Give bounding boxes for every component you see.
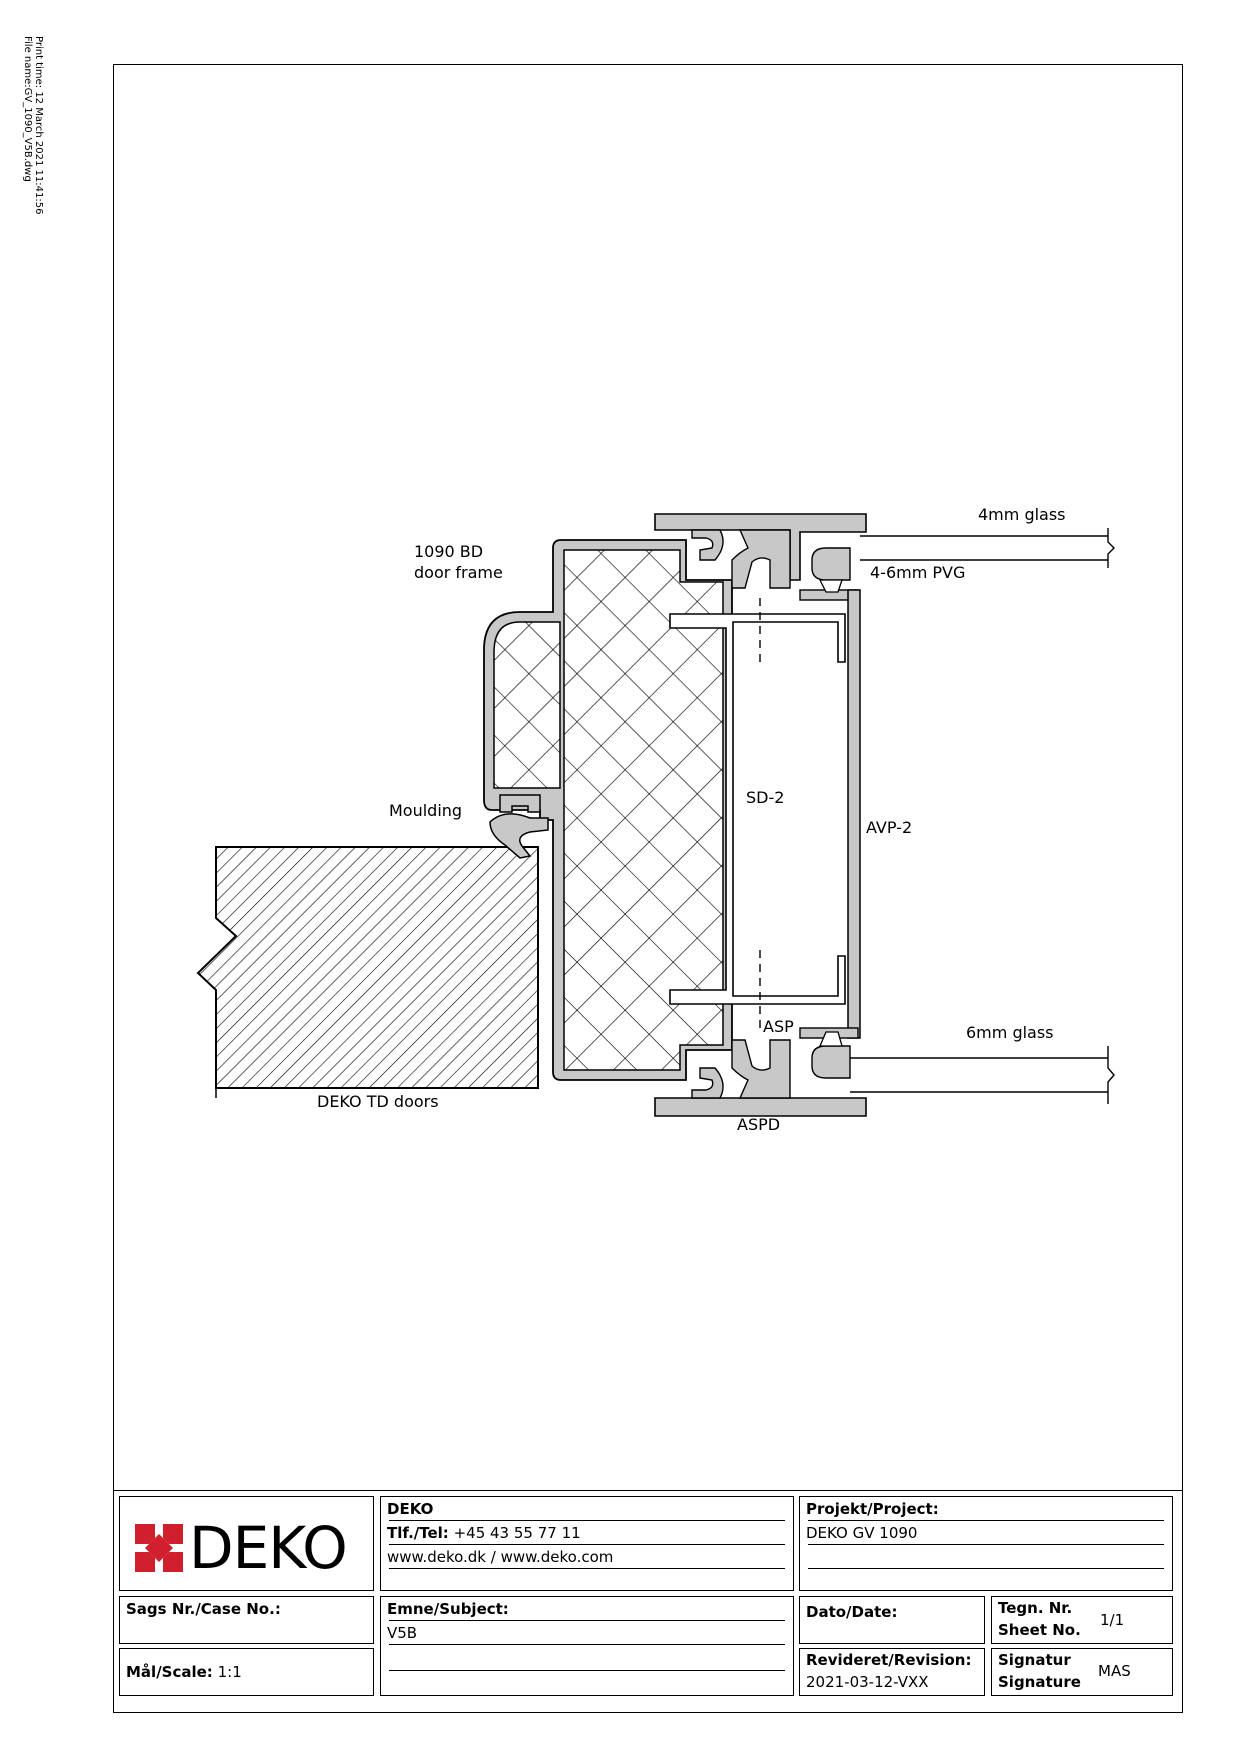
label-sd2: SD-2 [746,788,784,807]
label-pvg: 4-6mm PVG [870,563,965,582]
sheet-value: 1/1 [1100,1611,1125,1629]
glass-top [860,528,1115,568]
label-moulding: Moulding [389,801,462,820]
logo-box: DEKO [119,1496,374,1591]
subject-label: Emne/Subject: [387,1600,509,1618]
revision-label: Revideret/Revision: [806,1651,972,1669]
signature-label-2: Signature [998,1673,1081,1691]
company-web: www.deko.dk / www.deko.com [387,1548,614,1566]
sheet-box: Tegn. Nr. Sheet No. 1/1 [991,1596,1173,1644]
label-aspd: ASPD [737,1115,780,1134]
moulding-profile [489,794,549,859]
sheet-label-2: Sheet No. [998,1621,1081,1639]
label-td-doors: DEKO TD doors [317,1092,439,1111]
signature-box: Signatur Signature MAS [991,1648,1173,1696]
file-name: File name:GV_1090_V5B.dwg [22,36,33,182]
label-asp: ASP [763,1017,794,1036]
subject-box: Emne/Subject: V5B [380,1596,794,1696]
label-glass-bottom: 6mm glass [966,1023,1054,1042]
sheet-label-1: Tegn. Nr. [998,1599,1073,1617]
revision-value: 2021-03-12-VXX [806,1673,929,1691]
company-name: DEKO [387,1500,434,1518]
project-box: Projekt/Project: DEKO GV 1090 [799,1496,1173,1591]
td-door-wall [196,846,539,1098]
date-label: Dato/Date: [806,1603,898,1621]
signature-label-1: Signatur [998,1651,1071,1669]
project-value: DEKO GV 1090 [806,1524,918,1542]
company-box: DEKO Tlf./Tel: +45 43 55 77 11 www.deko.… [380,1496,794,1591]
subject-value: V5B [387,1624,418,1642]
revision-box: Revideret/Revision: 2021-03-12-VXX [799,1648,985,1696]
drawing-sheet [113,64,1183,1713]
deko-logo: DEKO [135,1514,348,1582]
signature-value: MAS [1098,1662,1131,1680]
date-box: Dato/Date: [799,1596,985,1644]
sd2-profile [669,598,846,1030]
bottom-cap-profile [654,1031,867,1117]
avp2-profile [799,589,861,1039]
label-frame-line1: 1090 BD [414,542,483,561]
scale-box: Mål/Scale: 1:1 [119,1648,374,1696]
company-tel: Tlf./Tel: +45 43 55 77 11 [387,1524,581,1542]
project-label: Projekt/Project: [806,1500,939,1518]
door-frame-profile [483,539,733,1081]
label-frame-line2: door frame [414,563,503,582]
print-time: Print time: 12 March 2021 11:41:56 [33,36,44,214]
case-label: Sags Nr./Case No.: [126,1600,281,1618]
print-info: Print time: 12 March 2021 11:41:56 File … [14,36,54,236]
label-avp2: AVP-2 [866,818,912,837]
label-glass-top: 4mm glass [978,505,1066,524]
deko-logo-icon [135,1524,183,1572]
case-box: Sags Nr./Case No.: [119,1596,374,1644]
top-cap-profile [654,513,867,593]
logo-word: DEKO [189,1514,348,1582]
glass-bottom [850,1046,1115,1104]
scale-text: Mål/Scale: 1:1 [126,1663,242,1681]
